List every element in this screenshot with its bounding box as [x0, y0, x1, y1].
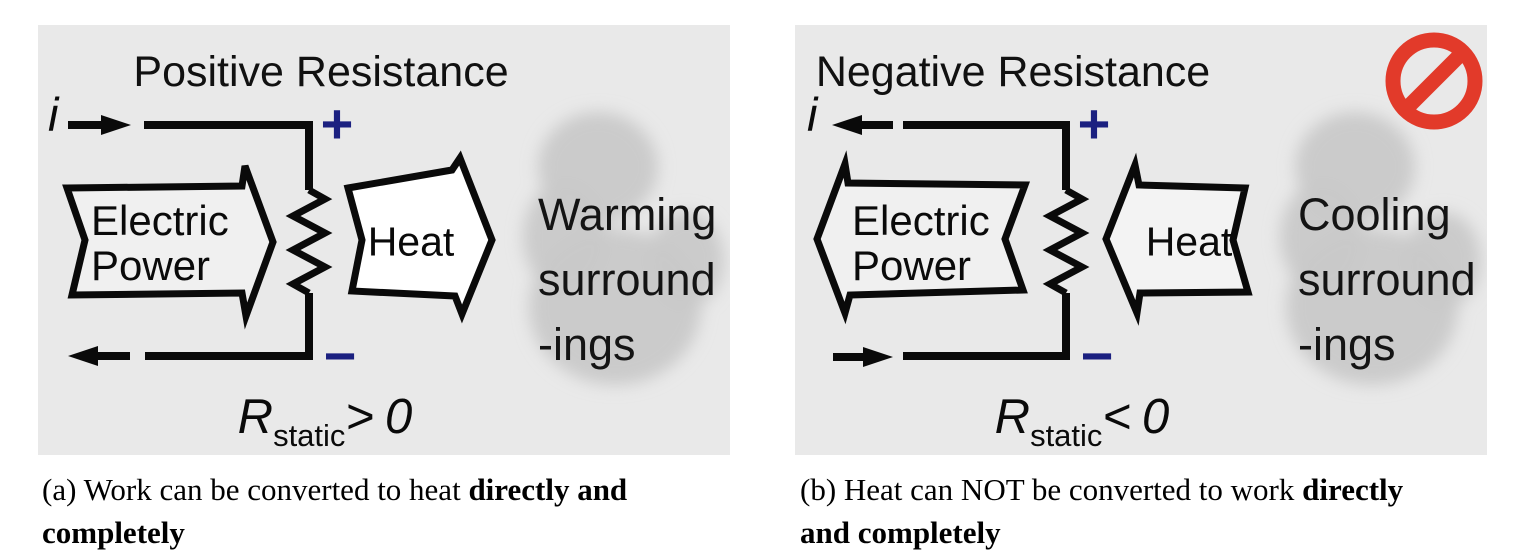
resistor-symbol [285, 186, 333, 297]
plus-terminal: + [1077, 91, 1111, 155]
negative-resistance-diagram [813, 32, 1483, 385]
circuit-wire-top [144, 121, 313, 190]
caption-a: (a) Work can be converted to heat direct… [42, 472, 628, 550]
positive-resistance-diagram [62, 112, 724, 385]
surroundings-blob [1280, 112, 1481, 385]
heat-arrow [1102, 152, 1253, 326]
minus-terminal: − [1080, 323, 1114, 387]
current-arrow-in [833, 347, 893, 367]
plus-terminal: + [320, 91, 354, 155]
static-resistance-equation: Rstatic<0 [994, 390, 1170, 453]
heat-label: Heat [1145, 218, 1233, 265]
circuit-wire-top [903, 121, 1070, 190]
heat-label: Heat [367, 218, 455, 265]
current-label: i [48, 88, 59, 141]
surroundings-blob [523, 112, 724, 385]
electric-power-label: Electric Power [91, 197, 229, 289]
panel-title: Positive Resistance [133, 48, 509, 96]
circuit-wire-bottom [903, 293, 1070, 360]
surroundings-label: Warming surround -ings [538, 189, 717, 370]
current-arrow-out [68, 346, 130, 366]
current-arrow-in [68, 115, 131, 135]
panel-negative-resistance: Negative Resistance i + − Electric Power… [795, 25, 1487, 455]
minus-terminal: − [323, 323, 357, 387]
prohibition-icon [1385, 32, 1483, 130]
panel-title: Negative Resistance [815, 48, 1211, 96]
surroundings-label: Cooling surround -ings [1298, 189, 1476, 370]
circuit-wire-bottom [145, 293, 313, 360]
electric-power-arrow [62, 164, 277, 330]
current-arrow-out [832, 115, 893, 135]
panel-positive-resistance: Positive Resistance i + − Electric Power… [38, 25, 730, 455]
static-resistance-equation: Rstatic>0 [237, 390, 413, 453]
electric-power-arrow [813, 150, 1031, 325]
caption-b: (b) Heat can NOT be converted to work di… [800, 472, 1404, 550]
heat-arrow [343, 150, 496, 324]
electric-power-label: Electric Power [852, 197, 990, 289]
resistor-symbol [1042, 186, 1090, 297]
current-label: i [807, 88, 818, 141]
